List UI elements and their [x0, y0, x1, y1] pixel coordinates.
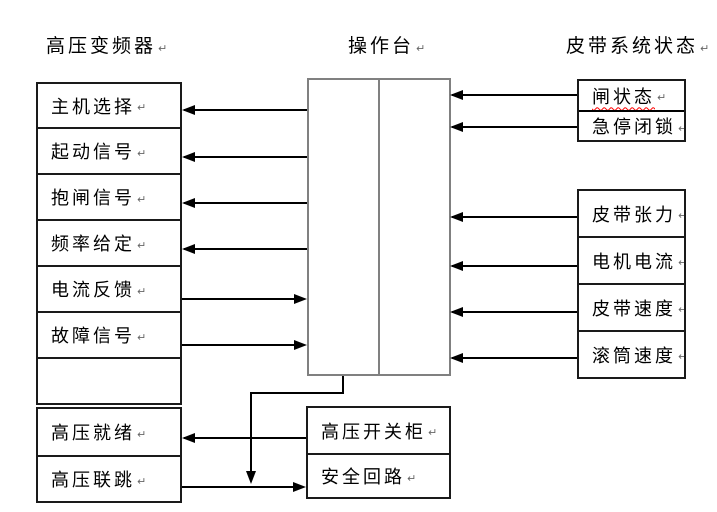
arrow-console-to-safety-vline [250, 392, 252, 473]
arrow-console-to-frequency-setpoint-line [184, 248, 307, 250]
vfd-row-brake-signal: 抱闸信号↵ [38, 173, 180, 219]
console-box [307, 78, 451, 376]
arrow-console-to-start-signal-line [184, 156, 307, 158]
vfd-row-empty [38, 357, 180, 403]
arrow-drum-speed-to-console-head [450, 353, 463, 363]
belt-row-label: 急停闭锁 [592, 117, 676, 137]
paragraph-mark-icon: ↵ [137, 331, 147, 344]
vfd-title-text: 高压变频器 [46, 36, 157, 57]
arrow-fault-signal-to-console-line [182, 344, 296, 346]
paragraph-mark-icon: ↵ [158, 43, 171, 55]
paragraph-mark-icon: ↵ [137, 475, 147, 488]
vfd-row-label: 高压联跳 [51, 470, 135, 490]
arrow-console-to-safety-stub-vline [342, 376, 344, 394]
vfd-row-label: 故障信号 [51, 326, 135, 346]
arrow-drum-speed-to-console-line [452, 357, 577, 359]
arrow-belt-speed-to-console-head [450, 307, 463, 317]
arrow-console-to-brake-signal-line [184, 202, 307, 204]
paragraph-mark-icon: ↵ [137, 193, 147, 206]
vfd-row-label: 主机选择 [51, 96, 135, 117]
vfd-row-label: 高压就绪 [51, 423, 135, 443]
vfd-row-label: 抱闸信号 [51, 188, 135, 208]
belt-row-label: 滚筒速度 [592, 345, 676, 366]
arrow-belt-tension-to-console-line [452, 216, 577, 218]
arrow-current-feedback-to-console-line [182, 298, 296, 300]
switchgear-row-label: 高压开关柜 [321, 421, 426, 442]
belt-status-title: 皮带系统状态↵ [566, 31, 712, 58]
arrow-brake-status-to-console-head [450, 90, 463, 100]
belt-row-label: 皮带张力 [592, 204, 676, 225]
arrow-motor-current-to-console-line [452, 265, 577, 267]
paragraph-mark-icon: ↵ [657, 92, 667, 104]
vfd-row-current-feedback: 电流反馈↵ [38, 265, 180, 311]
paragraph-mark-icon: ↵ [678, 256, 684, 269]
paragraph-mark-icon: ↵ [137, 428, 147, 441]
console-divider [378, 80, 380, 374]
console-title: 操作台↵ [348, 31, 428, 58]
paragraph-mark-icon: ↵ [137, 285, 147, 298]
paragraph-mark-icon: ↵ [416, 43, 429, 55]
switchgear-table: 高压开关柜↵ 安全回路↵ [306, 406, 451, 499]
paragraph-mark-icon: ↵ [700, 43, 713, 55]
console-title-text: 操作台 [348, 36, 415, 57]
belt-row-belt-speed: 皮带速度↵ [579, 283, 684, 330]
belt-row-estop-interlock: 急停闭锁↵ [579, 110, 684, 140]
paragraph-mark-icon: ↵ [678, 210, 684, 222]
row-hv-switchgear: 高压开关柜↵ [308, 408, 449, 453]
paragraph-mark-icon: ↵ [678, 303, 684, 316]
vfd-row-hv-trip: 高压联跳↵ [38, 455, 180, 501]
paragraph-mark-icon: ↵ [678, 350, 684, 363]
vfd-row-fault-signal: 故障信号↵ [38, 311, 180, 357]
arrow-brake-status-to-console-line [452, 94, 577, 96]
arrow-belt-tension-to-console-head [450, 212, 463, 222]
paragraph-mark-icon: ↵ [407, 472, 417, 485]
arrow-belt-speed-to-console-line [452, 311, 577, 313]
belt-status-table-2: 皮带张力↵ 电机电流↵ 皮带速度↵ 滚筒速度↵ [577, 189, 686, 379]
row-safety-circuit: 安全回路↵ [308, 453, 449, 497]
arrow-console-to-host-select-line [184, 109, 307, 111]
arrow-estop-interlock-to-console-head [450, 122, 463, 132]
vfd-signal-table: 主机选择↵ 起动信号↵ 抱闸信号↵ 频率给定↵ 电流反馈↵ 故障信号↵ [36, 82, 182, 405]
paragraph-mark-icon: ↵ [137, 239, 147, 252]
belt-row-drum-speed: 滚筒速度↵ [579, 330, 684, 377]
vfd-row-label: 起动信号 [51, 142, 135, 162]
paragraph-mark-icon: ↵ [137, 147, 147, 160]
arrow-console-to-frequency-setpoint-head [182, 244, 195, 254]
belt-status-table-1: 闸状态↵ 急停闭锁↵ [577, 79, 686, 142]
vfd-row-label: 电流反馈 [51, 280, 135, 300]
vfd-row-host-select: 主机选择↵ [38, 84, 180, 127]
belt-status-title-text: 皮带系统状态 [566, 36, 699, 57]
arrow-estop-interlock-to-console-line [452, 126, 577, 128]
paragraph-mark-icon: ↵ [137, 102, 147, 114]
vfd-title: 高压变频器↵ [46, 31, 170, 58]
arrow-console-to-host-select-head [182, 105, 195, 115]
vfd-row-frequency-setpoint: 频率给定↵ [38, 219, 180, 265]
paragraph-mark-icon: ↵ [678, 122, 684, 135]
belt-row-label: 电机电流 [592, 251, 676, 272]
arrow-console-to-safety-head [246, 471, 256, 484]
arrow-fault-signal-to-console-head [294, 340, 307, 350]
switchgear-row-label: 安全回路 [321, 467, 405, 487]
arrow-console-to-brake-signal-head [182, 198, 195, 208]
vfd-row-hv-ready: 高压就绪↵ [38, 409, 180, 455]
arrow-hv-trip-to-safety-circuit-head [293, 482, 306, 492]
belt-row-motor-current: 电机电流↵ [579, 236, 684, 283]
belt-row-belt-tension: 皮带张力↵ [579, 191, 684, 236]
belt-row-label: 皮带速度 [592, 298, 676, 319]
arrow-motor-current-to-console-head [450, 261, 463, 271]
arrow-hv-trip-to-safety-circuit-line [182, 486, 295, 488]
paragraph-mark-icon: ↵ [428, 427, 438, 439]
vfd-row-label: 频率给定 [51, 234, 135, 254]
arrow-switchgear-to-hv-ready-line [184, 437, 306, 439]
arrow-current-feedback-to-console-head [294, 294, 307, 304]
belt-row-brake-status: 闸状态↵ [579, 81, 684, 110]
belt-row-label: 闸状态 [592, 86, 655, 107]
arrow-console-to-safety-hline [250, 392, 344, 394]
arrow-switchgear-to-hv-ready-head [182, 433, 195, 443]
vfd-row-start-signal: 起动信号↵ [38, 127, 180, 173]
vfd-hv-table: 高压就绪↵ 高压联跳↵ [36, 407, 182, 503]
arrow-console-to-start-signal-head [182, 152, 195, 162]
